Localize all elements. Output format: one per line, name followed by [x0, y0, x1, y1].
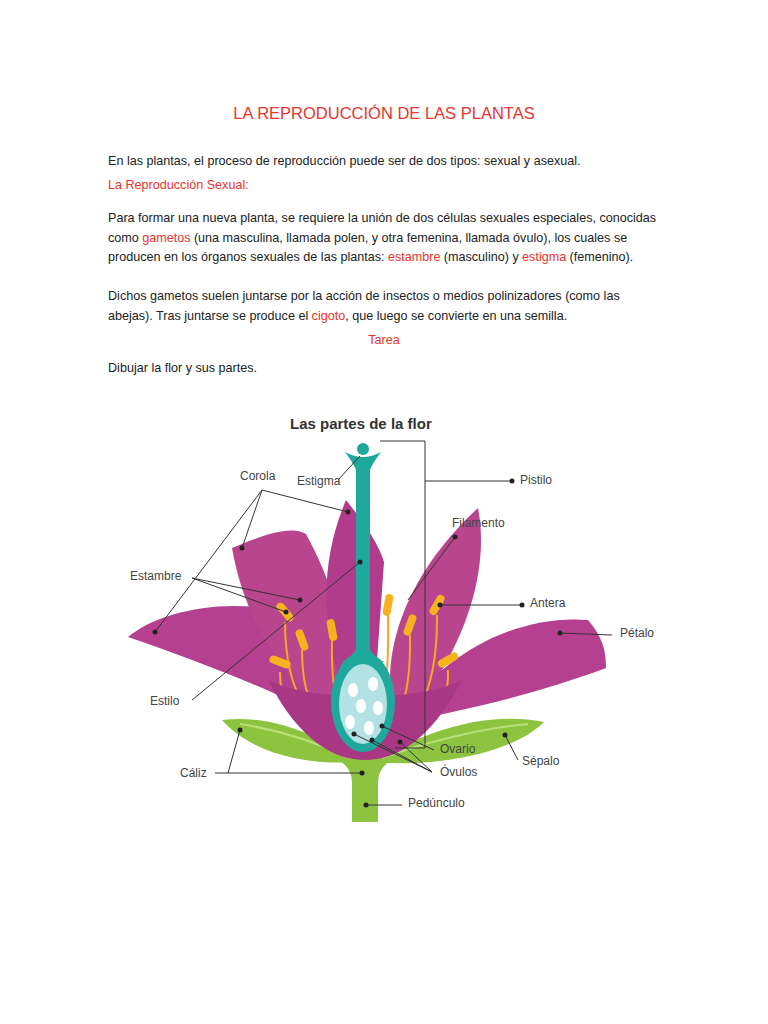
- leader-dot: [240, 546, 245, 551]
- stigma: [357, 443, 369, 455]
- anther: [436, 651, 459, 669]
- leader-dot: [352, 732, 357, 737]
- ovule: [373, 701, 383, 715]
- leader-dot: [360, 771, 365, 776]
- highlighted-term: cigoto: [312, 309, 346, 323]
- ovary-cavity: [339, 664, 387, 744]
- leader-line: [560, 633, 612, 635]
- leader-line: [192, 562, 360, 700]
- leader-dot: [298, 598, 303, 603]
- leader-line: [372, 740, 432, 772]
- part-label: Corola: [240, 469, 275, 483]
- leader-line: [425, 481, 512, 482]
- leader-dot: [558, 631, 563, 636]
- anther: [294, 628, 309, 651]
- body-paragraph: En las plantas, el proceso de reproducci…: [108, 152, 668, 172]
- pistil-bracket: [380, 441, 425, 748]
- leader-dot: [346, 510, 351, 515]
- leader-line: [354, 734, 432, 772]
- anther: [268, 654, 291, 669]
- leader-dot: [503, 733, 508, 738]
- leader-line: [262, 490, 348, 512]
- paragraph-text: Dibujar la flor y sus partes.: [108, 361, 257, 375]
- anther: [382, 593, 394, 616]
- highlighted-term: gametos: [142, 231, 190, 245]
- highlighted-term: Tarea: [368, 333, 400, 347]
- leader-dot: [284, 610, 289, 615]
- ovule: [364, 721, 374, 735]
- part-label: Pedúnculo: [408, 796, 465, 810]
- leader-dot: [438, 603, 443, 608]
- part-label: Pistilo: [520, 473, 552, 487]
- part-label: Cáliz: [180, 766, 207, 780]
- part-label: Estigma: [297, 474, 340, 488]
- leader-line: [505, 735, 518, 760]
- document-title: LA REPRODUCCIÓN DE LAS PLANTAS: [0, 104, 768, 123]
- part-label: Filamento: [452, 516, 505, 530]
- body-paragraph: Dichos gametos suelen juntarse por la ac…: [108, 287, 668, 326]
- part-label: Sépalo: [522, 754, 559, 768]
- leader-dot: [370, 738, 375, 743]
- paragraph-text: (masculino) y: [444, 250, 519, 264]
- leader-line: [408, 537, 455, 600]
- highlighted-term: La Reproducción Sexual:: [108, 178, 249, 192]
- leader-dots: [153, 479, 563, 808]
- ovule: [368, 677, 378, 691]
- paragraph-text: (femenino).: [570, 250, 634, 264]
- paragraph-text: En las plantas, el proceso de reproducci…: [108, 154, 581, 168]
- anther: [326, 618, 338, 641]
- body-paragraph: Para formar una nueva planta, se requier…: [108, 209, 668, 268]
- leader-dot: [238, 728, 243, 733]
- part-label: Óvulos: [440, 765, 477, 779]
- diagram-title: Las partes de la flor: [290, 415, 432, 432]
- leader-line: [382, 726, 434, 750]
- leader-dot: [453, 535, 458, 540]
- anther: [275, 601, 295, 623]
- highlighted-term: estigma: [522, 250, 566, 264]
- task-heading: Tarea: [108, 331, 660, 351]
- style: [356, 468, 370, 653]
- leader-line: [192, 578, 300, 600]
- leader-dot: [510, 479, 515, 484]
- body-paragraph: Dibujar la flor y sus partes.: [108, 359, 668, 379]
- part-label: Estilo: [150, 694, 179, 708]
- leader-line: [440, 605, 522, 606]
- ovule: [348, 683, 358, 697]
- leader-line: [242, 490, 262, 548]
- ovule: [356, 699, 366, 713]
- ovule: [345, 715, 355, 729]
- paragraph-text: , que luego se convierte en una semilla.: [345, 309, 567, 323]
- leader-line: [400, 742, 432, 772]
- highlighted-term: estambre: [388, 250, 441, 264]
- ovules: [345, 677, 383, 735]
- leader-line: [338, 456, 360, 480]
- leader-dot: [358, 560, 363, 565]
- part-label: Ovario: [440, 742, 475, 756]
- leader-dot: [380, 724, 385, 729]
- leader-dot: [520, 603, 525, 608]
- leader-line: [155, 490, 262, 632]
- part-label: Antera: [530, 596, 565, 610]
- leader-dot: [364, 803, 369, 808]
- leader-dot: [398, 740, 403, 745]
- section-heading: La Reproducción Sexual:: [108, 176, 668, 196]
- leader-line: [215, 773, 362, 774]
- ovary: [331, 652, 395, 752]
- leader-dot: [153, 630, 158, 635]
- leader-line: [192, 578, 286, 612]
- anther: [402, 613, 417, 636]
- part-label: Pétalo: [620, 626, 654, 640]
- leader-line: [366, 805, 402, 806]
- part-label: Estambre: [130, 569, 181, 583]
- leader-line: [228, 730, 240, 773]
- leader-lines: [155, 441, 612, 805]
